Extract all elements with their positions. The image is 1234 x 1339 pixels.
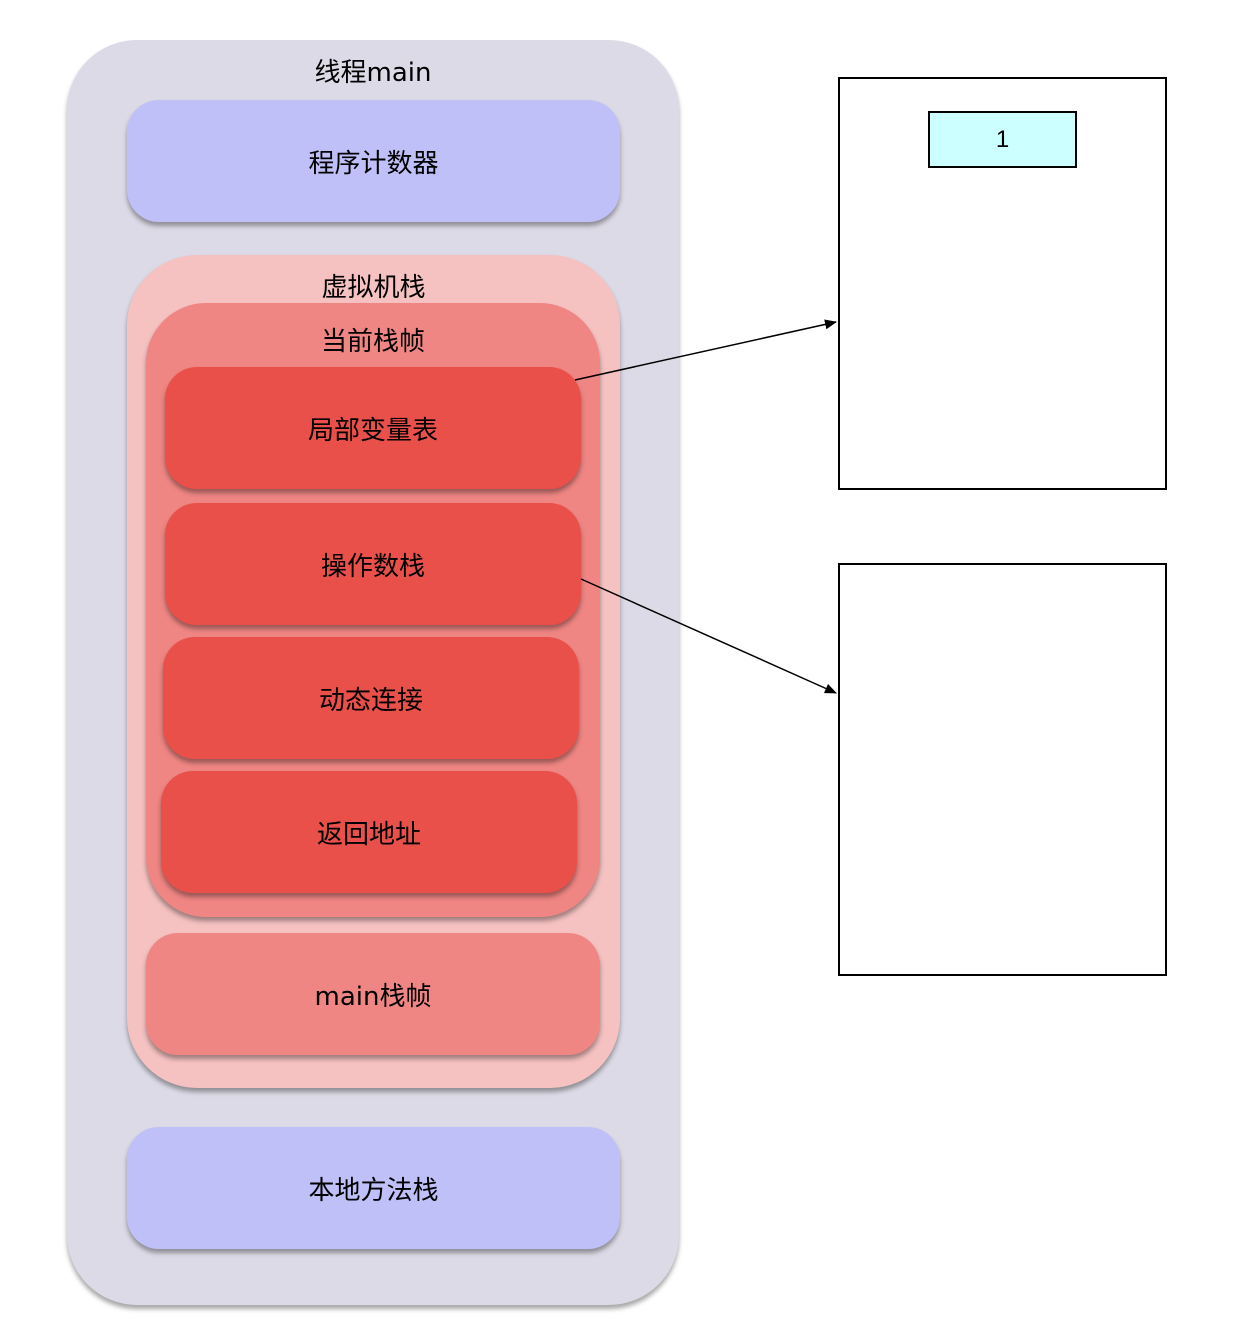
main-frame-label: main栈帧 <box>314 981 432 1012</box>
local-variable-cell-value: 1 <box>995 125 1010 153</box>
local-variable-table[interactable]: 局部变量表 <box>165 367 581 489</box>
local-variable-table-label: 局部变量表 <box>307 415 438 446</box>
vm-stack-title: 虚拟机栈 <box>321 273 426 303</box>
operand-stack-label: 操作数栈 <box>320 551 425 582</box>
dynamic-linking[interactable]: 动态连接 <box>163 637 579 759</box>
arrow-local-variables <box>574 319 837 381</box>
local-variable-cell[interactable]: 1 <box>928 111 1077 168</box>
thread-title: 线程main <box>314 58 432 88</box>
current-frame-title: 当前栈帧 <box>320 327 425 357</box>
native-method-stack-label: 本地方法栈 <box>308 1175 439 1206</box>
program-counter-label: 程序计数器 <box>308 148 439 179</box>
return-address[interactable]: 返回地址 <box>161 771 577 893</box>
operand-stack-detail-box[interactable] <box>838 563 1167 976</box>
native-method-stack[interactable]: 本地方法栈 <box>127 1127 620 1249</box>
main-frame[interactable]: main栈帧 <box>146 933 600 1055</box>
program-counter[interactable]: 程序计数器 <box>127 100 620 222</box>
operand-stack[interactable]: 操作数栈 <box>165 503 581 625</box>
arrow-operand-stack <box>580 578 837 694</box>
dynamic-linking-label: 动态连接 <box>318 685 423 716</box>
return-address-label: 返回地址 <box>316 819 421 850</box>
